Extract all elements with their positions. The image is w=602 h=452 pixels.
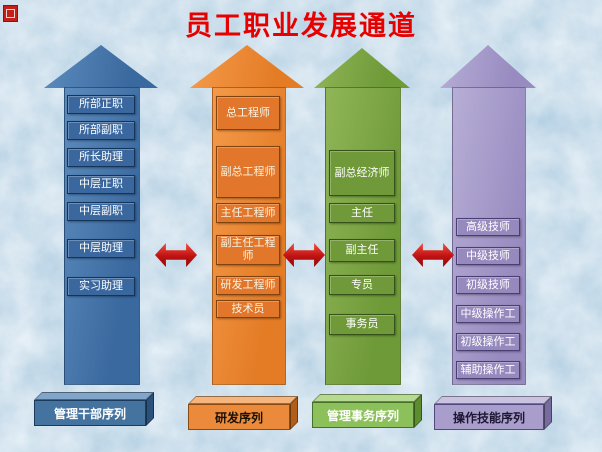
level-box: 副总工程师 bbox=[216, 146, 280, 198]
corner-logo bbox=[3, 5, 18, 22]
level-box: 副主任 bbox=[329, 239, 395, 262]
page-title: 员工职业发展通道 bbox=[185, 11, 417, 41]
level-box: 事务员 bbox=[329, 314, 395, 335]
level-box: 高级技师 bbox=[456, 218, 520, 236]
footer-top-face bbox=[312, 394, 422, 402]
footer-label: 研发序列 bbox=[188, 404, 290, 430]
footer-side-face bbox=[146, 392, 154, 426]
level-box: 总工程师 bbox=[216, 96, 280, 130]
level-box: 中级操作工 bbox=[456, 305, 520, 323]
footer-top-face bbox=[188, 396, 298, 404]
sequence-footer-affairs: 管理事务序列 bbox=[312, 394, 422, 428]
footer-label: 管理干部序列 bbox=[34, 400, 146, 426]
level-box: 中级技师 bbox=[456, 247, 520, 265]
level-box: 实习助理 bbox=[67, 277, 135, 296]
level-box: 初级技师 bbox=[456, 276, 520, 294]
level-box: 研发工程师 bbox=[216, 276, 280, 295]
level-box: 技术员 bbox=[216, 300, 280, 318]
level-box: 所长助理 bbox=[67, 148, 135, 167]
footer-label: 管理事务序列 bbox=[312, 402, 414, 428]
level-box: 专员 bbox=[329, 275, 395, 295]
level-box: 副主任工程师 bbox=[216, 235, 280, 265]
sequence-footer-management: 管理干部序列 bbox=[34, 392, 154, 426]
footer-top-face bbox=[34, 392, 154, 400]
level-box: 辅助操作工 bbox=[456, 361, 520, 379]
level-box: 中层正职 bbox=[67, 175, 135, 194]
footer-side-face bbox=[290, 396, 298, 430]
level-box: 副总经济师 bbox=[329, 150, 395, 196]
level-box: 中层助理 bbox=[67, 239, 135, 258]
level-box: 中层副职 bbox=[67, 202, 135, 221]
footer-side-face bbox=[414, 394, 422, 428]
sequence-footer-rd: 研发序列 bbox=[188, 396, 298, 430]
level-box: 所部副职 bbox=[67, 121, 135, 140]
sequence-footer-skills: 操作技能序列 bbox=[434, 396, 552, 430]
level-box: 主任工程师 bbox=[216, 203, 280, 223]
arrow-body-green bbox=[325, 87, 401, 385]
footer-label: 操作技能序列 bbox=[434, 404, 544, 430]
footer-side-face bbox=[544, 396, 552, 430]
level-box: 所部正职 bbox=[67, 95, 135, 114]
level-box: 初级操作工 bbox=[456, 333, 520, 351]
level-box: 主任 bbox=[329, 203, 395, 223]
footer-top-face bbox=[434, 396, 552, 404]
